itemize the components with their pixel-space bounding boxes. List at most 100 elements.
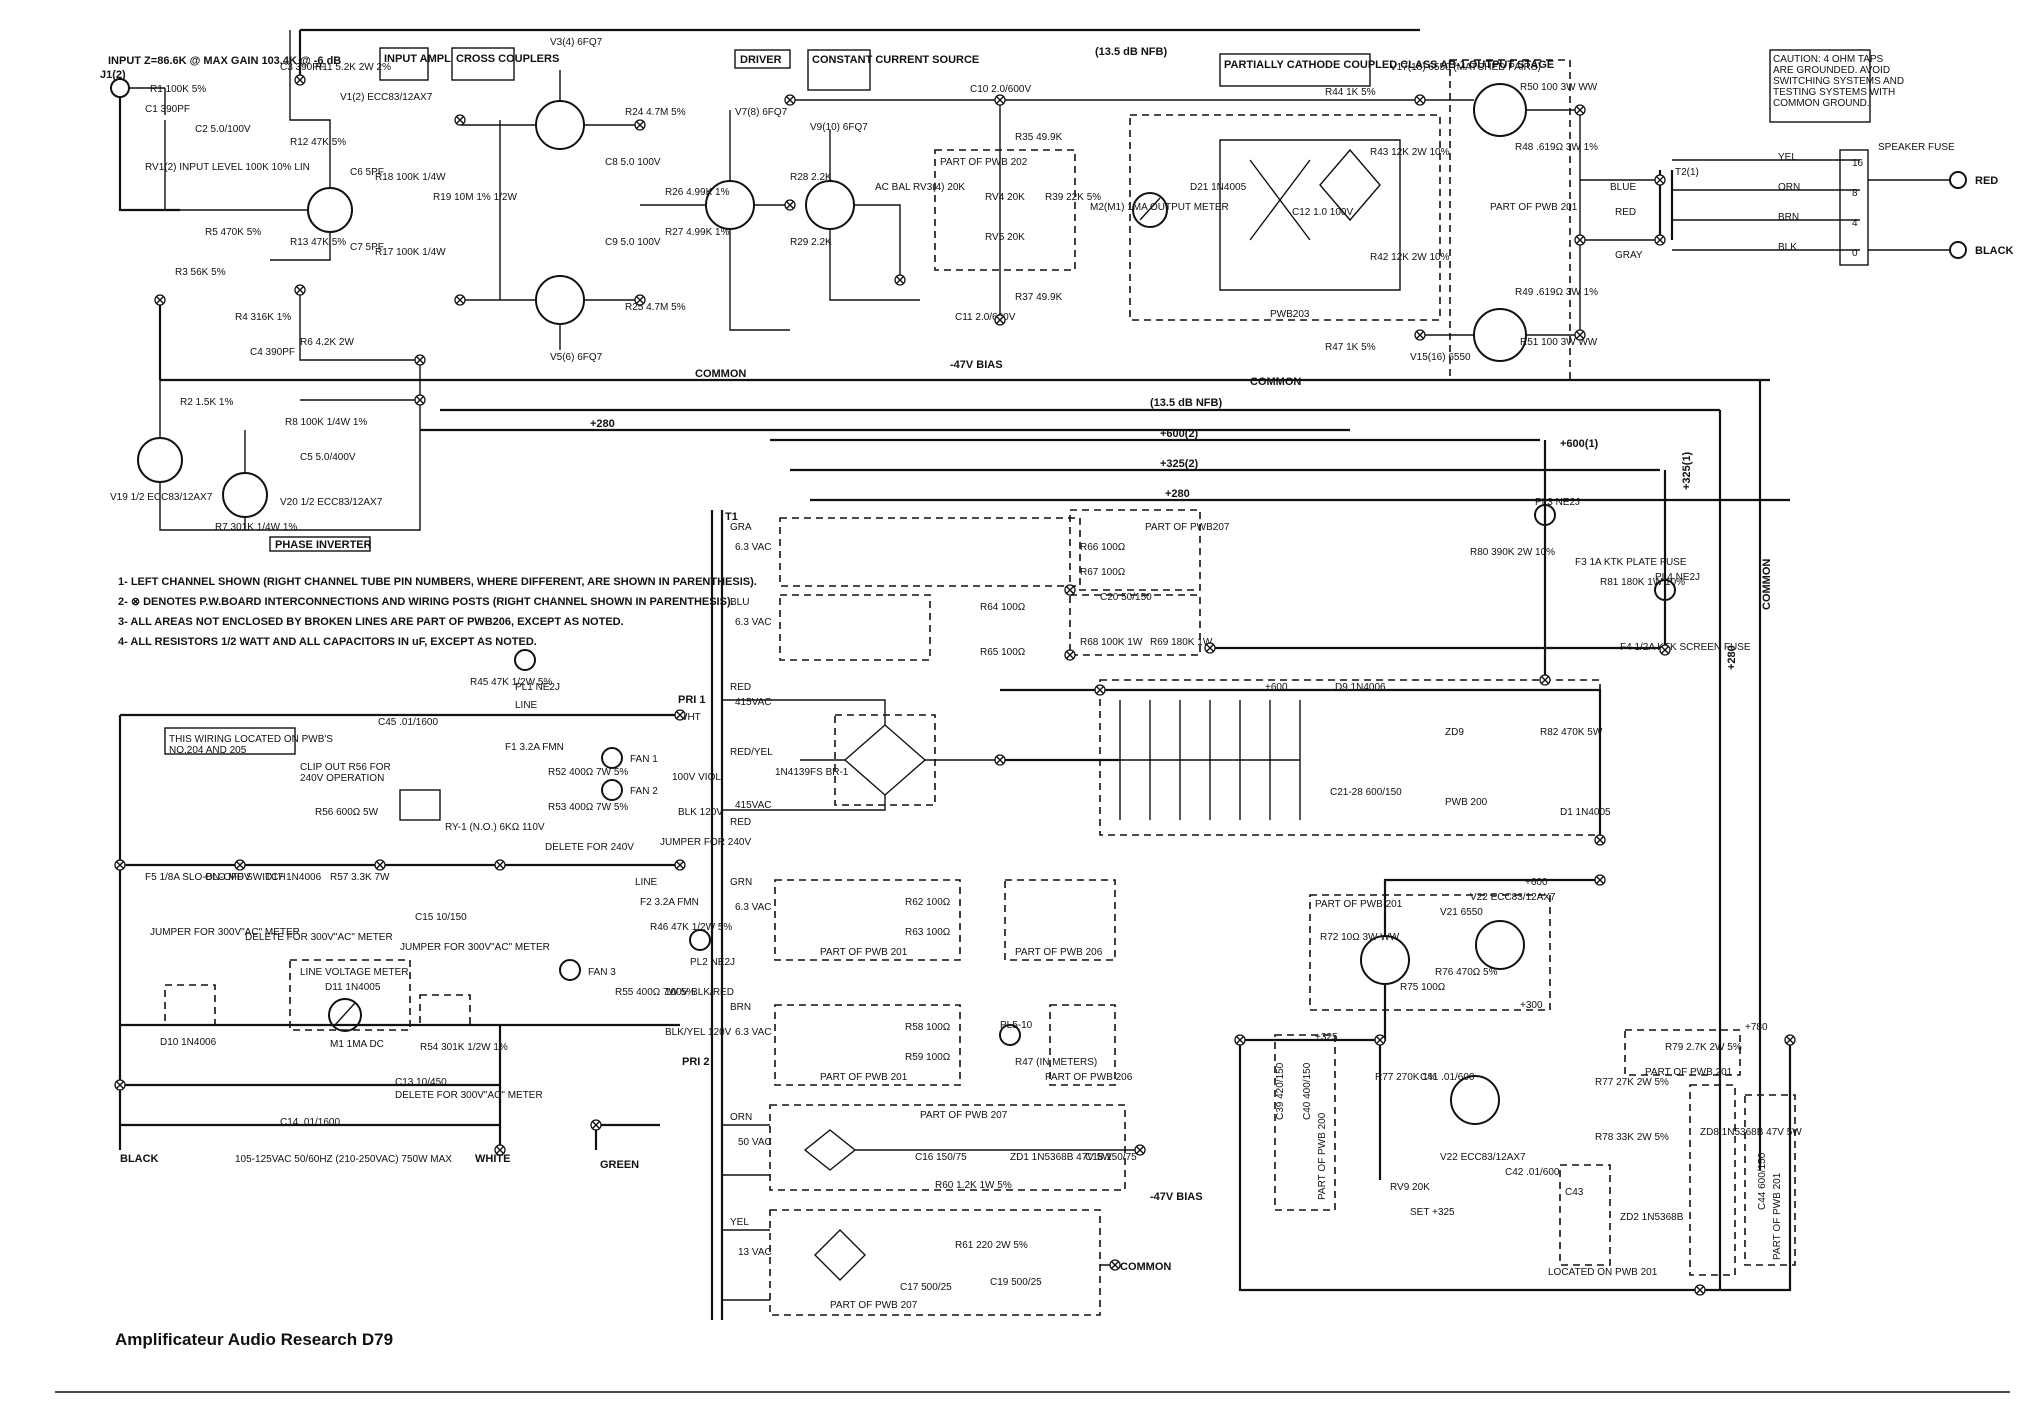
c3-label: C3 390PF <box>280 62 325 73</box>
wiring-post-28 <box>1234 1034 1246 1046</box>
pwb207-bias-box <box>769 1104 1126 1191</box>
out-brn: BRN <box>1778 212 1799 223</box>
wiring-post-27 <box>1594 874 1606 886</box>
delete300-label: DELETE FOR 300V"AC" METER <box>245 932 393 943</box>
rail-325-label: +325 <box>1315 1032 1338 1043</box>
pwb206-label-2: PART OF PWB 206 <box>1045 1072 1133 1083</box>
t2-label: T2(1) <box>1675 167 1699 178</box>
v22-label: V22 ECC83/12AX7 <box>1470 892 1556 903</box>
wiring-post-32 <box>494 859 506 871</box>
heater-bridge <box>814 1229 866 1281</box>
d17-label: D17 1N4006 <box>265 872 322 883</box>
nfb-label-bottom: (13.5 dB NFB) <box>1150 397 1222 409</box>
winding-gra-color: GRA <box>730 522 752 533</box>
t1-label: T1 <box>725 511 738 523</box>
r75-label: R75 100Ω <box>1400 982 1446 993</box>
driver-label: DRIVER <box>740 54 782 66</box>
pwb202-box <box>934 149 1076 271</box>
r56-label: R56 600Ω 5W <box>315 807 379 818</box>
r52-label: R52 400Ω 7W 5% <box>548 767 628 778</box>
cross-couplers-label: CROSS COUPLERS <box>456 53 559 65</box>
winding-grn-volts: 6.3 VAC <box>735 902 772 913</box>
wiring-post-23 <box>1204 642 1216 654</box>
c41-label: C41 .01/600 <box>1420 1072 1475 1083</box>
r49-label: R49 .619Ω 3W 1% <box>1515 287 1598 298</box>
hv-red-top: RED <box>730 682 751 693</box>
r47-label: R47 1K 5% <box>1325 342 1376 353</box>
winding-yel-volts: 13 VAC <box>738 1247 772 1258</box>
hv-415-a: 415VAC <box>735 697 772 708</box>
wiring-post-22 <box>1064 649 1076 661</box>
nfb-label-top: (13.5 dB NFB) <box>1095 46 1167 58</box>
r78-label: R78 33K 2W 5% <box>1595 1132 1669 1143</box>
pwb201f-label: PART OF PWB 201 <box>1772 1172 1783 1260</box>
tube-v20 <box>222 472 268 518</box>
r59-label: R59 100Ω <box>905 1052 951 1063</box>
wiring-post-17 <box>414 354 426 366</box>
caution-box <box>1769 49 1871 123</box>
v9-label: V9(10) 6FQ7 <box>810 122 868 133</box>
f2-label: F2 3.2A FMN <box>640 897 699 908</box>
wiring-post-39 <box>674 709 686 721</box>
speaker-black-terminal <box>1949 241 1967 259</box>
r54-label: R54 301K 1/2W 1% <box>420 1042 508 1053</box>
v3-label: V3(4) 6FQ7 <box>550 37 603 48</box>
wiring-post-8 <box>994 94 1006 106</box>
pwb201-regulator-box <box>1309 894 1551 1011</box>
heater-winding-grn: GRN 6.3 VAC <box>730 877 772 913</box>
onoff-label: ON-OFF SWITCH <box>205 872 286 883</box>
c17-label: C17 500/25 <box>900 1282 952 1293</box>
r46-label: R46 47K 1/2W 5% <box>650 922 732 933</box>
wiring-post-42 <box>1109 1259 1121 1271</box>
m1-label: M1 1MA DC <box>330 1039 384 1050</box>
delete240-label: DELETE FOR 240V <box>545 842 634 853</box>
bias-bridge <box>803 1129 857 1171</box>
r37-label: R37 49.9K <box>1015 292 1063 303</box>
r80-label: R80 390K 2W 10% <box>1470 547 1555 558</box>
pri-2-label: PRI 2 <box>682 1056 710 1068</box>
r18-label: R18 100K 1/4W <box>375 172 446 183</box>
rv9-label: RV9 20K <box>1390 1182 1430 1193</box>
fan3-label: FAN 3 <box>588 967 616 978</box>
supply-black: BLACK <box>120 1153 159 1165</box>
rail-600-2: +600(2) <box>1160 428 1199 440</box>
pwb206-label-1: PART OF PWB 206 <box>1015 947 1103 958</box>
ccs-box <box>807 49 871 91</box>
v7-label: V7(8) 6FQ7 <box>735 107 788 118</box>
c1-label: C1 390PF <box>145 104 190 115</box>
line-2-label: LINE <box>635 877 658 888</box>
pri-wht: WHT <box>678 712 701 723</box>
zd1-label: ZD1 1N5368B 47V 5W <box>1010 1152 1112 1163</box>
r35-label: R35 49.9K <box>1015 132 1063 143</box>
input-jack-label: J1(2) <box>100 69 126 81</box>
r68-label: R68 100K 1W <box>1080 637 1143 648</box>
note-3: 3- ALL AREAS NOT ENCLOSED BY BROKEN LINE… <box>118 616 624 628</box>
line-1-label: LINE <box>515 700 538 711</box>
out-yel: YEL <box>1778 152 1797 163</box>
winding-blu-color: BLU <box>730 597 749 608</box>
tap-16: 16 <box>1852 158 1864 169</box>
pwb200-label: PWB 200 <box>1445 797 1488 808</box>
pwb200b-label: PART OF PWB 200 <box>1317 1112 1328 1200</box>
wiring-post-0 <box>294 74 306 86</box>
wiring-post-1 <box>454 114 466 126</box>
rail-280-right: +280 <box>1726 645 1738 670</box>
pri-blk-yel: BLK/YEL 120V <box>665 1027 732 1038</box>
wiring-post-25 <box>1094 684 1106 696</box>
rail-300: +300 <box>1520 1000 1543 1011</box>
pwb207-bias-label: PART OF PWB 207 <box>920 1110 1008 1121</box>
r24-label: R24 4.7M 5% <box>625 107 686 118</box>
fan-2-icon <box>601 779 623 801</box>
wiring-post-3 <box>634 119 646 131</box>
c15-label: C15 10/150 <box>415 912 467 923</box>
c20-label: C20 50/150 <box>1100 592 1152 603</box>
input-ampl-box <box>379 47 429 81</box>
pwb203-box <box>1129 114 1441 321</box>
rv5-label: RV5 20K <box>985 232 1025 243</box>
c42-label: C42 .01/600 <box>1505 1167 1560 1178</box>
r50-label: R50 100 3W WW <box>1520 82 1598 93</box>
wiring-post-41 <box>1134 1144 1146 1156</box>
wiring-post-40 <box>674 859 686 871</box>
tube-v9 <box>805 180 855 230</box>
c8-label: C8 5.0 100V <box>605 157 661 168</box>
